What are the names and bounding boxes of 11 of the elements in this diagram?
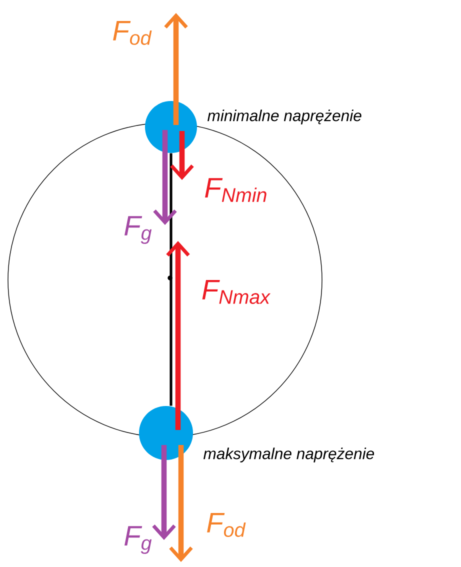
force-label: F$_{od}$	[207, 513, 246, 537]
rod	[170, 153, 172, 406]
force-label: F$_{Nmin}$	[205, 178, 266, 202]
force-label: F$_{Nmax}$	[202, 280, 271, 304]
node-label: maksymalne naprężenie	[204, 448, 374, 462]
force-label: F$_{g}$	[124, 216, 152, 244]
ball	[139, 406, 193, 460]
force-label: F$_{g}$	[124, 526, 152, 554]
ball	[145, 101, 197, 153]
node-label: minimalne naprężenie	[208, 110, 362, 124]
force-label: F$_{od}$	[113, 21, 152, 45]
